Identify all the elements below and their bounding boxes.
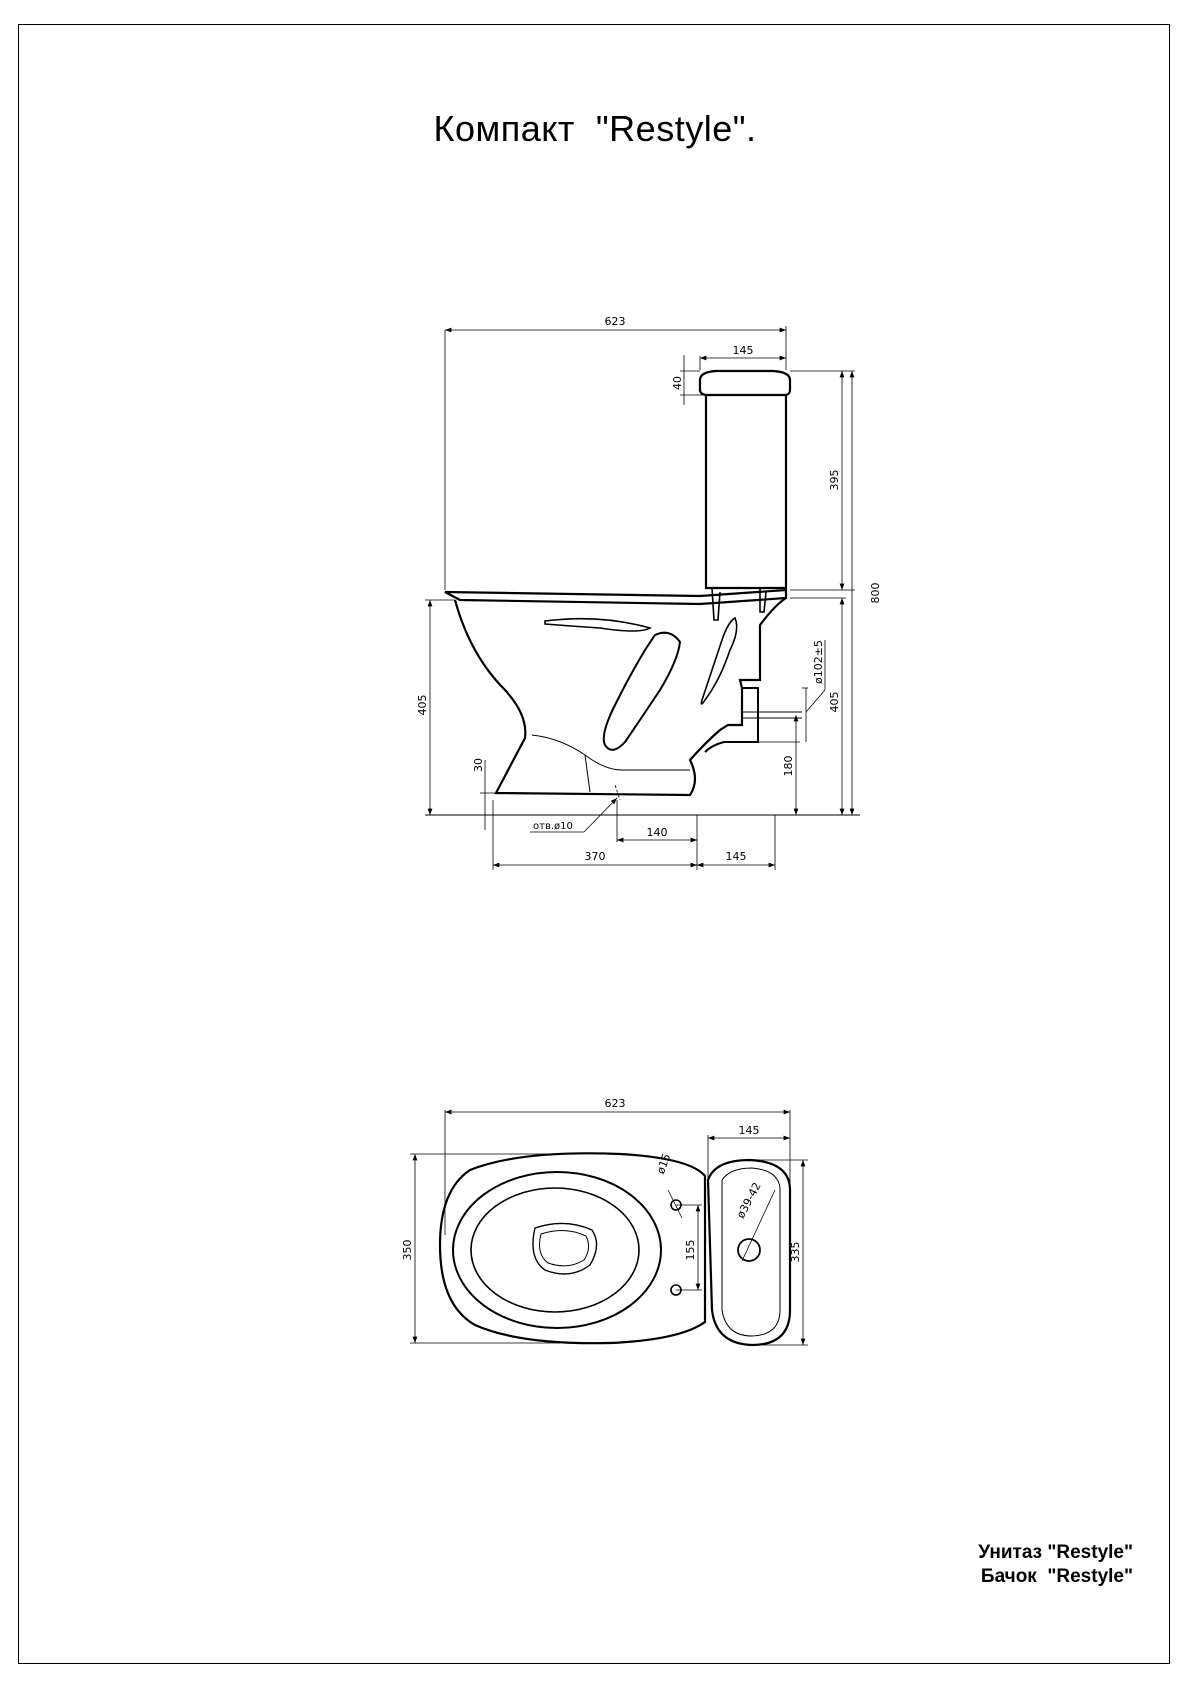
caption-bowl: Унитаз "Restyle" — [978, 1542, 1133, 1563]
top-mount-hole-diameter-dim: ø15 — [654, 1152, 673, 1176]
top-mount-spacing-dim: 155 — [684, 1240, 697, 1261]
top-flush-hole-diameter-dim: ø39-42 — [734, 1180, 764, 1220]
top-bowl-width-dim: 350 — [401, 1240, 414, 1261]
side-overall-height-dim: 800 — [869, 583, 882, 604]
top-drain-shape — [532, 1222, 598, 1275]
top-overall-width-dim: 623 — [605, 1097, 626, 1110]
drawing-frame — [18, 24, 1170, 1664]
tank-body-shape — [704, 395, 788, 590]
tank-lid-shape — [698, 369, 792, 397]
side-outlet-axis-dim: 180 — [782, 756, 795, 777]
side-view: 623 145 40 395 800 405 ø102±5 180 — [416, 315, 882, 870]
side-lid-height-dim: 40 — [671, 376, 684, 390]
side-outlet-height-dim: 405 — [828, 692, 841, 713]
outlet-pipe-shape — [704, 687, 759, 753]
bowl-body-shape — [453, 597, 787, 797]
side-base-length-dim: 370 — [585, 850, 606, 863]
side-overall-width-dim: 623 — [605, 315, 626, 328]
side-foot-height-dim: 30 — [472, 758, 485, 772]
top-view: 623 145 350 335 155 ø15 ø39-42 — [401, 1097, 808, 1347]
trap-shape — [602, 631, 682, 751]
top-seat-outer — [452, 1171, 662, 1329]
side-seat-height-dim: 405 — [416, 695, 429, 716]
top-tank-depth-dim: 145 — [739, 1124, 760, 1137]
top-bowl-outline — [438, 1152, 707, 1345]
caption-tank: Бачок "Restyle" — [980, 1566, 1133, 1587]
side-tank-depth-dim: 145 — [733, 344, 754, 357]
side-hole-to-outlet-dim: 140 — [647, 826, 668, 839]
side-hole-label: отв.ø10 — [533, 821, 573, 832]
top-seat-inner — [470, 1187, 640, 1313]
side-outlet-length-dim: 145 — [726, 850, 747, 863]
side-tank-height-dim: 395 — [828, 470, 841, 491]
page-title: Компакт "Restyle". — [433, 108, 757, 149]
top-flush-hole — [737, 1238, 761, 1262]
bowl-rim-shape — [444, 588, 788, 606]
top-tank-outline — [706, 1158, 792, 1347]
top-tank-width-dim: 335 — [789, 1242, 802, 1263]
side-outlet-diameter-dim: ø102±5 — [812, 640, 825, 684]
